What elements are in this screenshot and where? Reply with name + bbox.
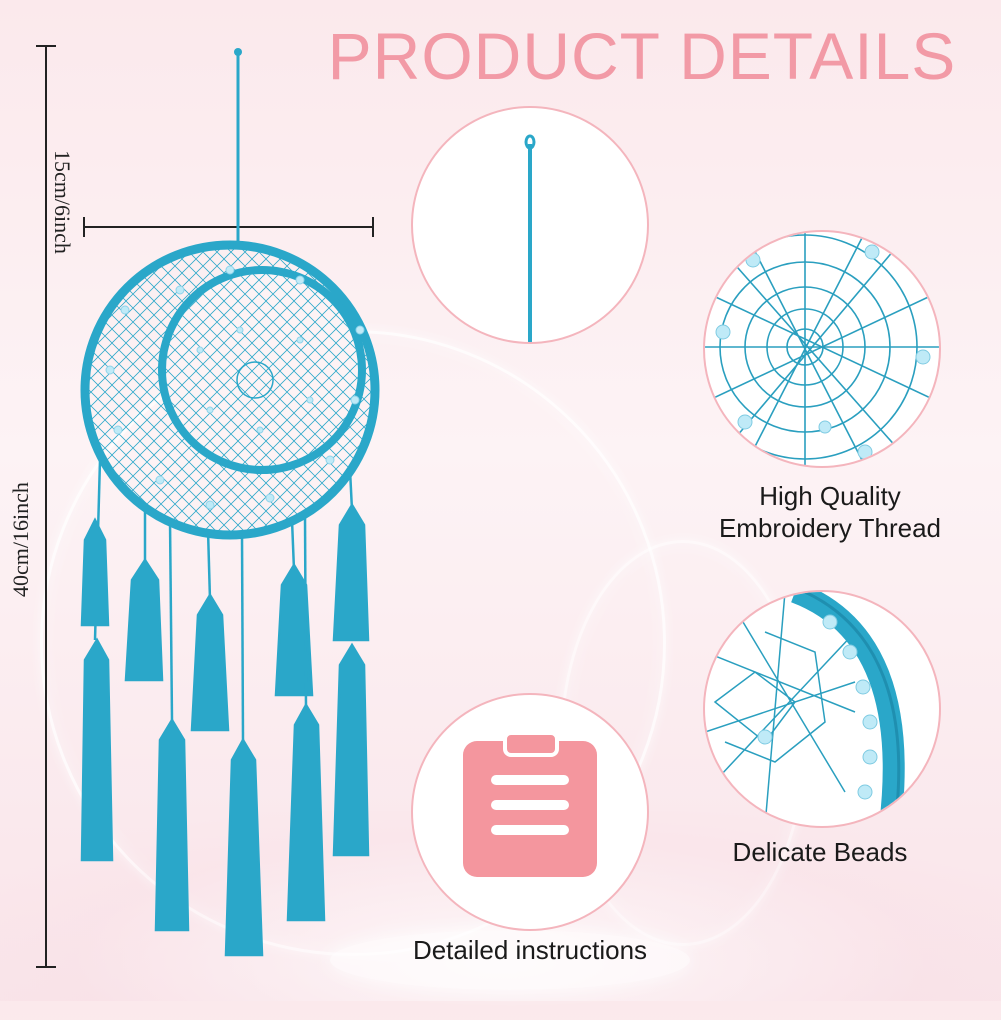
feature-caption-instructions: Detailed instructions [412, 935, 648, 965]
detail-beads [703, 590, 941, 828]
detail-thread-web [703, 230, 941, 468]
dream-catcher-illustration [80, 48, 380, 957]
width-dimension-left-tick [83, 217, 85, 237]
height-dimension-label: 40cm/16inch [8, 482, 33, 597]
hanging-string-icon [524, 134, 536, 342]
feature-caption-thread-line2: Embroidery Thread [718, 513, 942, 543]
beads-closeup-icon [705, 592, 905, 826]
thread-web-closeup-icon [705, 232, 939, 466]
height-dimension-top-tick [36, 45, 56, 47]
detail-hanging-loop [411, 106, 649, 344]
feature-caption-thread: High Quality Embroidery Thread [690, 480, 970, 544]
feature-caption-beads: Delicate Beads [732, 837, 908, 867]
height-dimension-line [45, 45, 47, 967]
pedestal [330, 930, 690, 990]
width-dimension-right-tick [372, 217, 374, 237]
feature-caption-thread-line1: High Quality [759, 481, 901, 511]
width-dimension-line [83, 226, 373, 228]
height-dimension-bottom-tick [36, 966, 56, 968]
clipboard-icon [463, 731, 597, 877]
detail-instructions [411, 693, 649, 931]
page-title: PRODUCT DETAILS [327, 19, 957, 93]
